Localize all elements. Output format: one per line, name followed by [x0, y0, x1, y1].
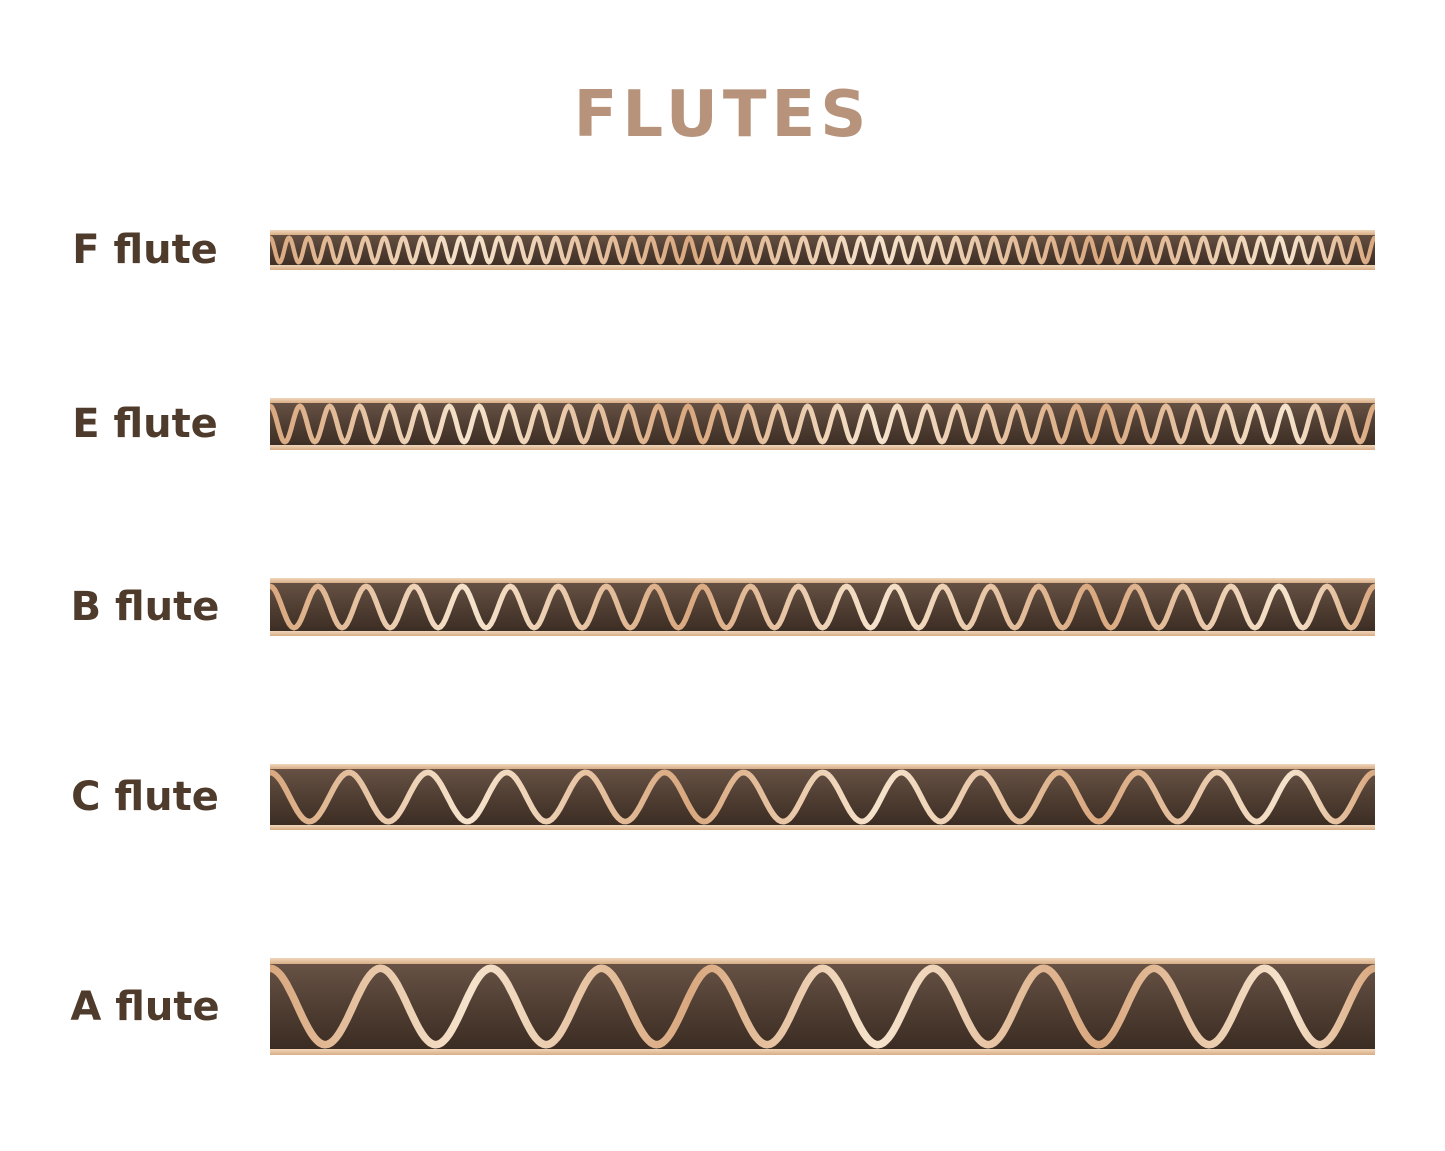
b-flute-corrugation-illustration	[270, 578, 1375, 636]
f-flute-corrugation-illustration	[270, 230, 1375, 270]
flute-label-c: C flute	[71, 774, 219, 820]
flute-label-b: B flute	[70, 584, 220, 630]
e-flute-corrugation-illustration	[270, 398, 1375, 450]
flute-row-f: F flute	[0, 227, 1445, 273]
flute-row-c: C flute	[0, 764, 1445, 830]
a-flute-corrugation-illustration	[270, 958, 1375, 1055]
flute-label-a: A flute	[70, 983, 220, 1030]
flute-row-a: A flute	[0, 958, 1445, 1055]
flute-label-e: E flute	[72, 401, 218, 447]
c-flute-corrugation-illustration	[270, 764, 1375, 830]
flute-row-e: E flute	[0, 398, 1445, 450]
flute-label-f: F flute	[72, 227, 218, 273]
flute-row-b: B flute	[0, 578, 1445, 636]
diagram-title: FLUTES	[573, 78, 872, 152]
